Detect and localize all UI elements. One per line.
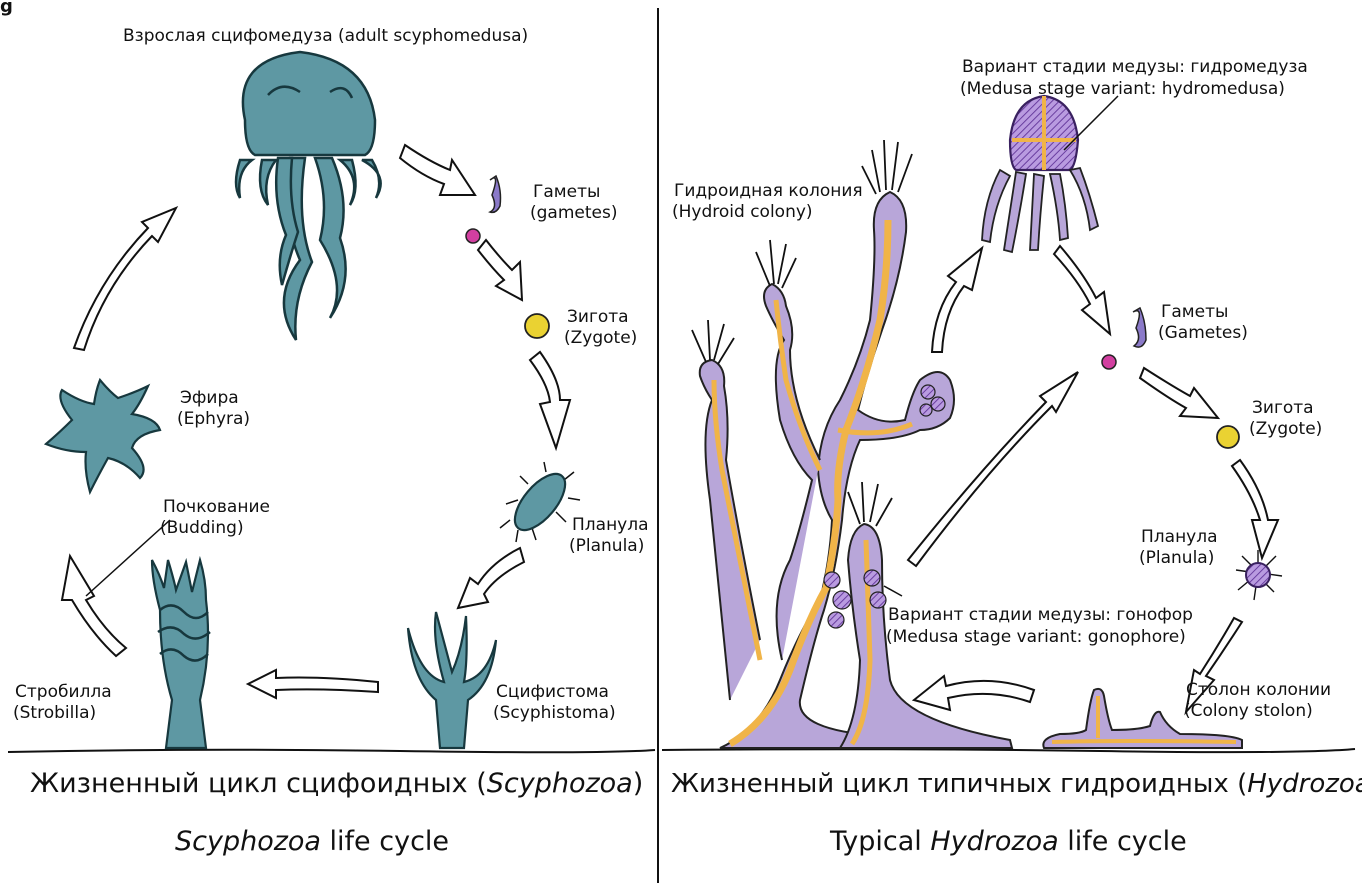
ephyra-ru-label: Эфира [180, 388, 239, 409]
strobila-ru-label: Стробилла [15, 682, 112, 703]
hydrozoa-title-en: Typical Hydrozoa life cycle [830, 826, 1187, 858]
zygote-right-en-label: (Zygote) [1249, 419, 1322, 440]
planula-left-illustration [500, 462, 580, 542]
gonophore-ru-label: Вариант стадии медузы: гонофор [888, 605, 1193, 626]
ground-line-right [662, 749, 1355, 752]
planula-right-ru-label: Планула [1141, 527, 1218, 548]
gamete-egg-right [1102, 355, 1116, 369]
budding-ru-label: Почкование [163, 497, 270, 518]
hydromedusa-en-label: (Medusa stage variant: hydromedusa) [960, 79, 1285, 100]
budding-en-label: (Budding) [160, 518, 244, 539]
planula-right-en-label: (Planula) [1139, 548, 1214, 569]
zygote-left-ru-label: Зигота [567, 307, 629, 328]
strobila-en-label: (Strobilla) [13, 703, 96, 724]
gametes-left-en-label: (gametes) [530, 203, 617, 224]
planula-right-illustration [1236, 550, 1282, 600]
gametes-left-ru-label: Гаметы [533, 182, 600, 203]
adult-scyphomedusa-illustration [236, 52, 381, 340]
hydroid-colony-en-label: (Hydroid colony) [672, 202, 813, 223]
zygote-right [1217, 426, 1239, 448]
gamete-egg-left [466, 229, 480, 243]
scyphozoa-title-ru: Жизненный цикл сцифоидных (Scyphozoa) [30, 768, 643, 800]
hydroid-colony-ru-label: Гидроидная колония [674, 181, 863, 202]
gamete-sperm-left [490, 176, 501, 212]
corner-mark: g [0, 0, 13, 17]
planula-left-en-label: (Planula) [569, 536, 644, 557]
hydromedusa-illustration [982, 96, 1098, 252]
scyphistoma-ru-label: Сцифистома [496, 682, 609, 703]
zygote-left-en-label: (Zygote) [564, 328, 637, 349]
hydromedusa-ru-label: Вариант стадии медузы: гидромедуза [962, 57, 1308, 78]
colony-stolon-en-label: (Colony stolon) [1184, 701, 1313, 722]
colony-stolon-ru-label: Столон колонии [1186, 680, 1331, 701]
gametes-right-ru-label: Гаметы [1161, 302, 1228, 323]
gonophore-en-label: (Medusa stage variant: gonophore) [886, 627, 1186, 648]
scyphistoma-illustration [408, 612, 496, 748]
zygote-left [525, 314, 549, 338]
zygote-right-ru-label: Зигота [1252, 398, 1314, 419]
scyphistoma-en-label: (Scyphistoma) [493, 703, 616, 724]
ephyra-en-label: (Ephyra) [177, 409, 250, 430]
scyphozoa-title-en: Scyphozoa life cycle [175, 826, 449, 858]
strobila-illustration [152, 560, 210, 748]
hydroid-colony-illustration [692, 140, 1012, 748]
gamete-sperm-right [1133, 308, 1146, 347]
gonophore-pointer-line [884, 586, 902, 596]
ephyra-illustration [46, 380, 160, 492]
hydrozoa-title-ru: Жизненный цикл типичных гидроидных (Hydr… [671, 768, 1362, 800]
gametes-right-en-label: (Gametes) [1158, 323, 1248, 344]
ground-line-left [8, 750, 655, 753]
adult-scyphomedusa-label: Взрослая сцифомедуза (adult scyphomedusa… [123, 26, 528, 47]
planula-left-ru-label: Планула [572, 515, 649, 536]
